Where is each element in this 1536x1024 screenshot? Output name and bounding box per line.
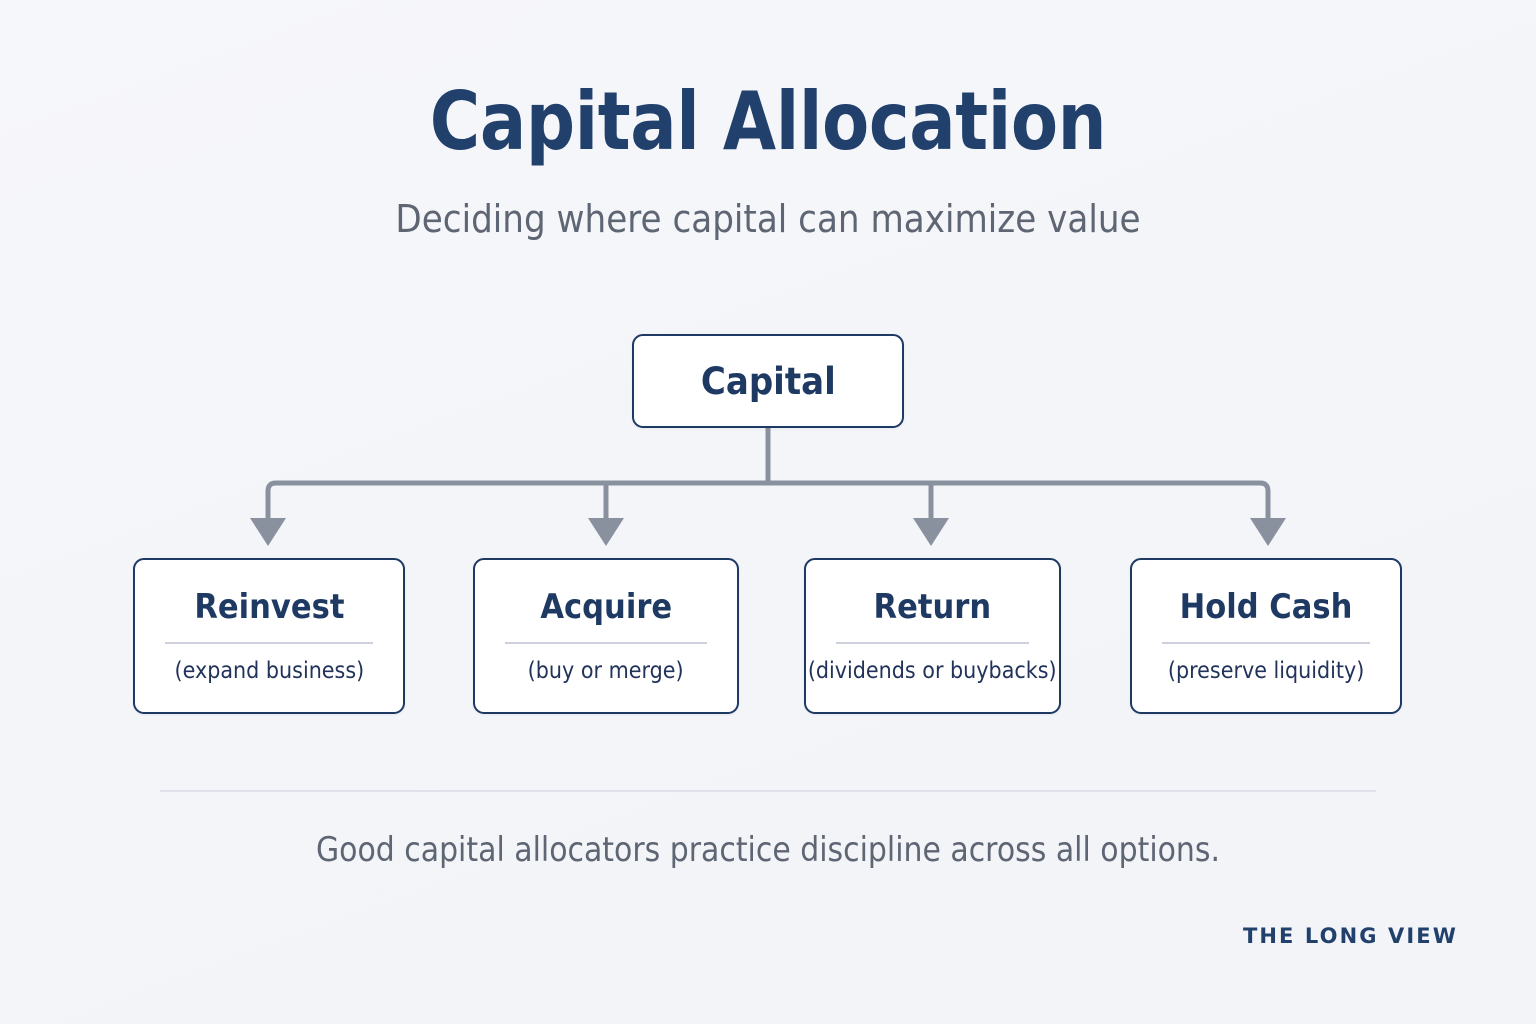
node-acquire-divider bbox=[505, 642, 707, 644]
arrowhead-1 bbox=[588, 518, 624, 546]
page-subtitle: Deciding where capital can maximize valu… bbox=[395, 197, 1141, 241]
node-hold-cash[interactable]: Hold Cash (preserve liquidity) bbox=[1130, 558, 1402, 714]
connector-bus bbox=[265, 480, 1271, 497]
node-reinvest-title: Reinvest bbox=[193, 587, 345, 627]
node-hold-cash-divider bbox=[1162, 642, 1370, 644]
node-hold-cash-title: Hold Cash bbox=[1179, 587, 1353, 627]
node-return-divider bbox=[836, 642, 1029, 644]
footer-note: Good capital allocators practice discipl… bbox=[315, 830, 1221, 870]
node-hold-cash-subtitle: (preserve liquidity) bbox=[1167, 658, 1365, 684]
node-return-title: Return bbox=[873, 587, 992, 627]
arrowhead-2 bbox=[913, 518, 949, 546]
node-acquire[interactable]: Acquire (buy or merge) bbox=[473, 558, 739, 714]
arrowhead-3 bbox=[1250, 518, 1286, 546]
node-return[interactable]: Return (dividends or buybacks) bbox=[804, 558, 1061, 714]
node-reinvest-subtitle: (expand business) bbox=[174, 658, 364, 684]
brand-wordmark: THE LONG VIEW bbox=[1242, 924, 1458, 948]
arrowhead-0 bbox=[250, 518, 286, 546]
node-reinvest-divider bbox=[165, 642, 373, 644]
node-reinvest[interactable]: Reinvest (expand business) bbox=[133, 558, 405, 714]
footer-divider bbox=[160, 790, 1376, 792]
node-capital-label: Capital bbox=[700, 359, 836, 403]
node-return-subtitle: (dividends or buybacks) bbox=[808, 658, 1057, 684]
node-acquire-title: Acquire bbox=[540, 587, 672, 627]
node-capital[interactable]: Capital bbox=[632, 334, 904, 428]
page-title: Capital Allocation bbox=[429, 75, 1107, 168]
node-acquire-subtitle: (buy or merge) bbox=[528, 658, 684, 684]
